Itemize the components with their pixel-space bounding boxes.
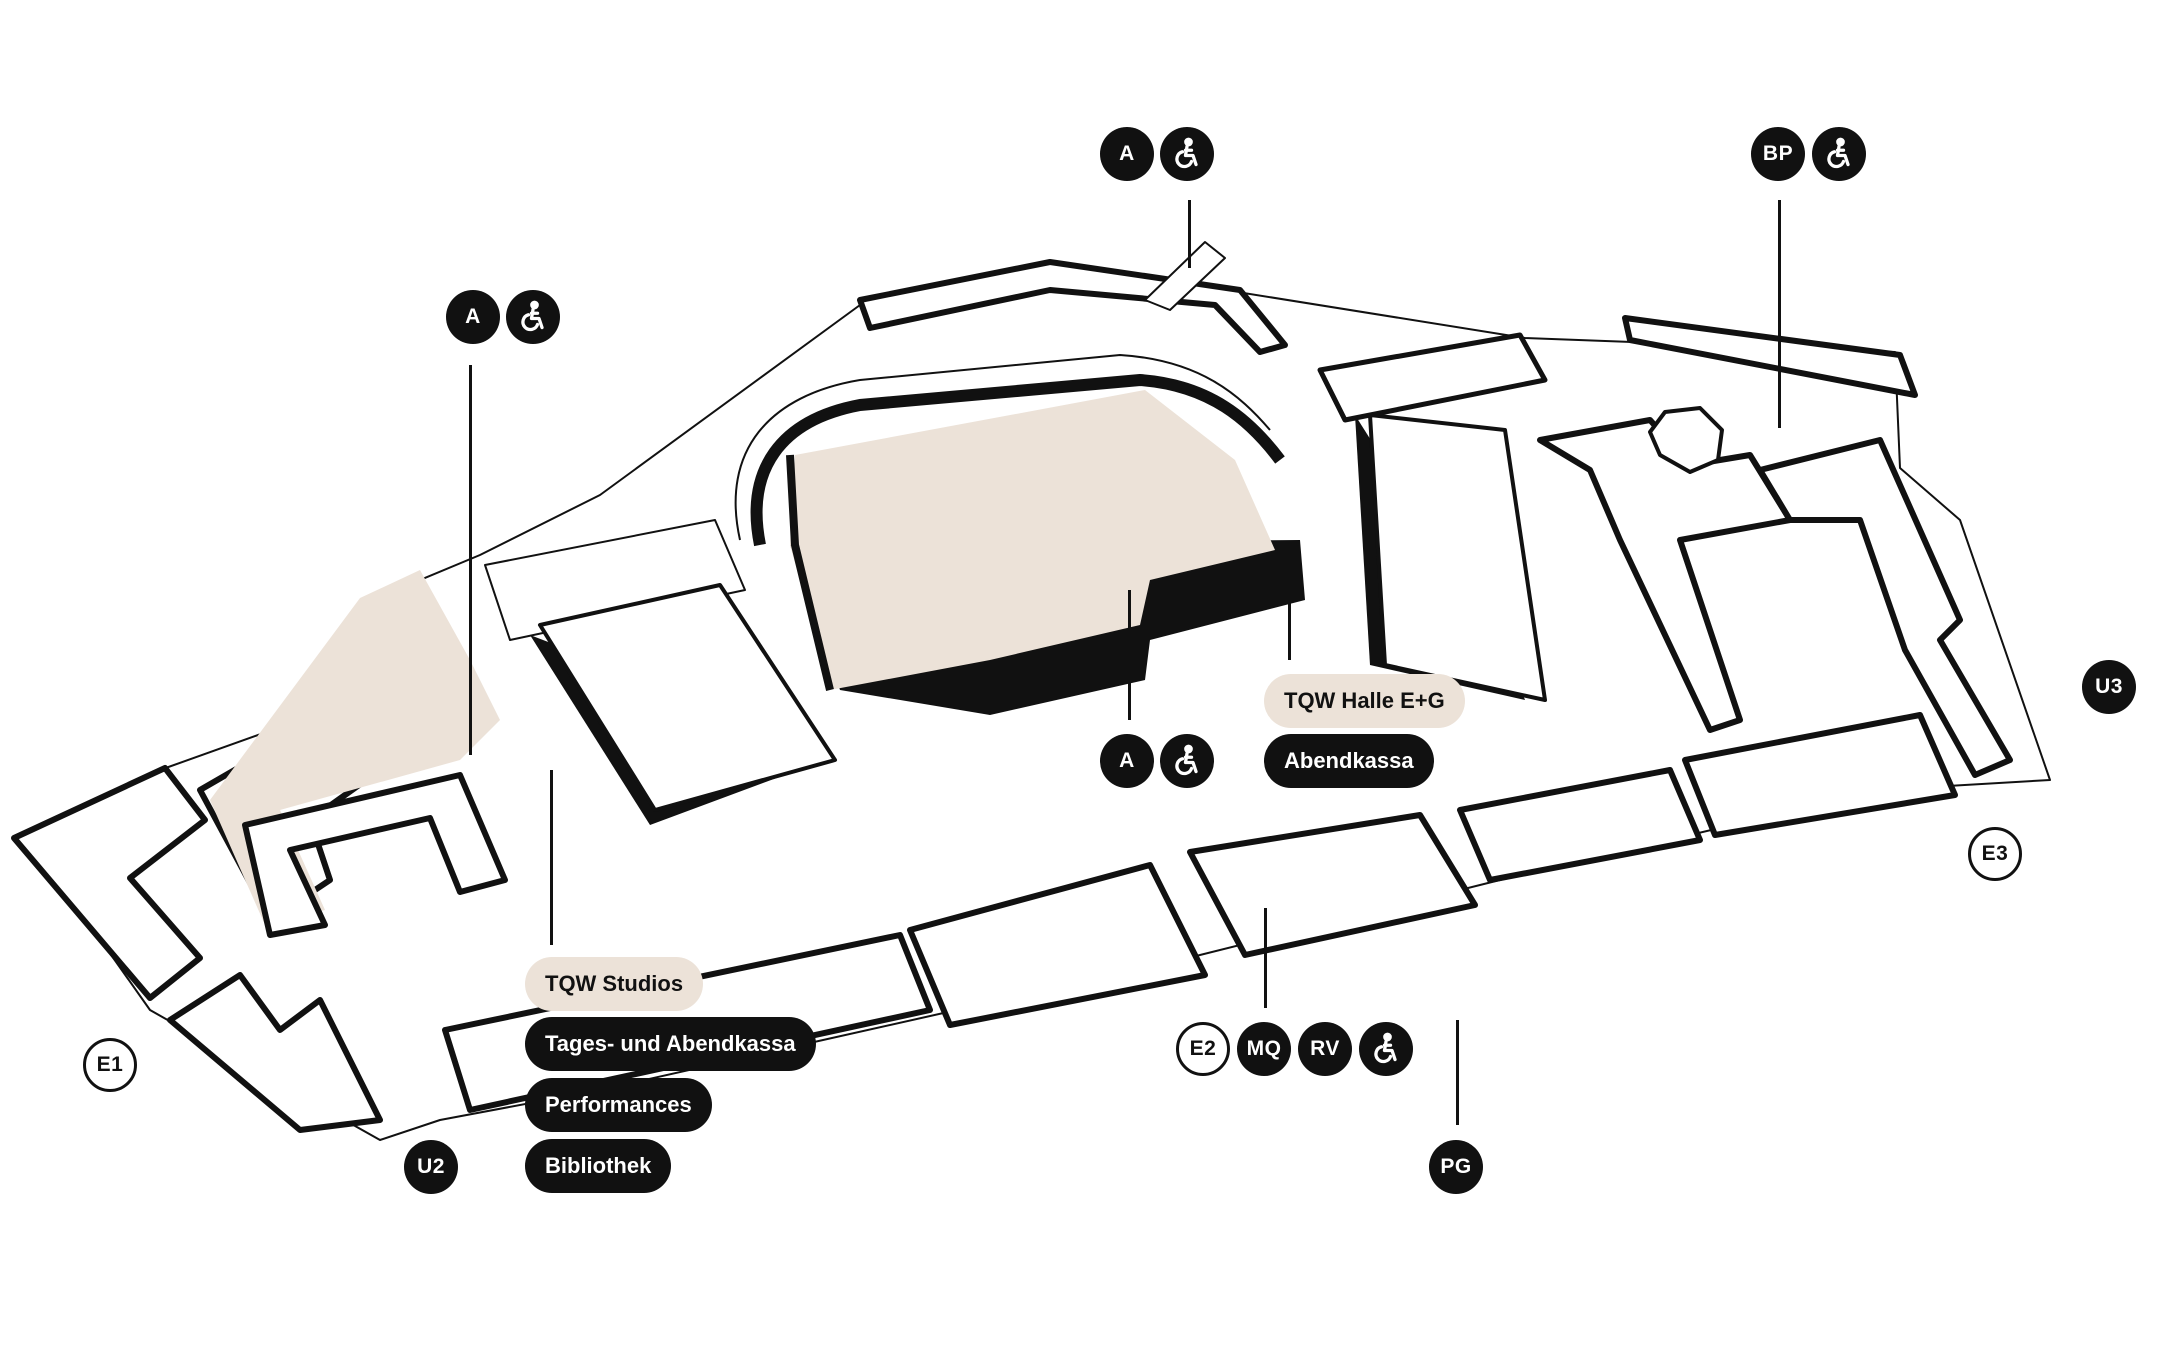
- studios-service-performances[interactable]: Performances: [525, 1078, 712, 1132]
- entrance-e2-marker[interactable]: E2: [1176, 1022, 1230, 1076]
- halle-service-abendkassa[interactable]: Abendkassa: [1264, 734, 1434, 788]
- entrance-e3-marker[interactable]: E3: [1968, 827, 2022, 881]
- leader-line-a-center: [1128, 590, 1131, 720]
- studios-service-bibliothek[interactable]: Bibliothek: [525, 1139, 672, 1193]
- building-south-hall-3: [1187, 812, 1478, 958]
- building-octagon: [1648, 406, 1724, 474]
- wheelchair-icon[interactable]: [1160, 734, 1214, 788]
- leader-line-e2: [1264, 908, 1267, 1008]
- parking-pg-marker[interactable]: PG: [1429, 1140, 1483, 1194]
- venue-studios-label[interactable]: TQW Studios: [525, 957, 704, 1011]
- building-south-hall-2: [907, 862, 1208, 1028]
- building-west-wing: [11, 765, 208, 1001]
- wheelchair-icon[interactable]: [1812, 127, 1866, 181]
- leader-line-studios: [550, 770, 553, 945]
- curved-arena-inner: [734, 354, 1271, 541]
- wheelchair-icon[interactable]: [1359, 1022, 1413, 1076]
- transit-u3-marker[interactable]: U3: [2082, 660, 2136, 714]
- transit-u2-marker[interactable]: U2: [404, 1140, 458, 1194]
- leader-line-a-left: [469, 365, 472, 755]
- building-north-east-strip: [1622, 315, 1918, 398]
- building-halle-eg-edge: [786, 454, 834, 691]
- entrance-a-center-marker[interactable]: A: [1100, 734, 1154, 788]
- building-east-tower: [1368, 413, 1547, 702]
- entrance-a-top-marker[interactable]: A: [1100, 127, 1154, 181]
- leader-line-halle: [1288, 590, 1291, 660]
- leader-line-pg: [1456, 1020, 1459, 1125]
- wheelchair-icon[interactable]: [1160, 127, 1214, 181]
- stop-rv-marker[interactable]: RV: [1298, 1022, 1352, 1076]
- building-east-complex: [1537, 417, 1793, 733]
- building-south-hall-5: [1682, 712, 1958, 838]
- venue-halle-eg-label[interactable]: TQW Halle E+G: [1264, 674, 1465, 728]
- north-ramp: [1144, 241, 1226, 311]
- leader-line-a-top: [1188, 200, 1191, 268]
- building-halle-eg: [790, 390, 1275, 690]
- building-kunsthalle: [538, 583, 837, 812]
- building-east-small: [1317, 332, 1548, 423]
- leader-line-bp: [1778, 200, 1781, 428]
- entrance-bp-marker[interactable]: BP: [1751, 127, 1805, 181]
- building-east-complex-2: [1757, 437, 2013, 778]
- stop-mq-marker[interactable]: MQ: [1237, 1022, 1291, 1076]
- entrance-a-left-marker[interactable]: A: [446, 290, 500, 344]
- building-central-left: [484, 519, 746, 641]
- building-studios-annex: [242, 772, 508, 938]
- building-south-hall-4: [1457, 767, 1703, 883]
- curved-arena-wall: [750, 374, 1285, 547]
- building-north-strip: [857, 259, 1288, 355]
- studios-service-kassa[interactable]: Tages- und Abendkassa: [525, 1017, 816, 1071]
- wheelchair-icon[interactable]: [506, 290, 560, 344]
- building-southwest-strip: [167, 972, 383, 1133]
- entrance-e1-marker[interactable]: E1: [83, 1038, 137, 1092]
